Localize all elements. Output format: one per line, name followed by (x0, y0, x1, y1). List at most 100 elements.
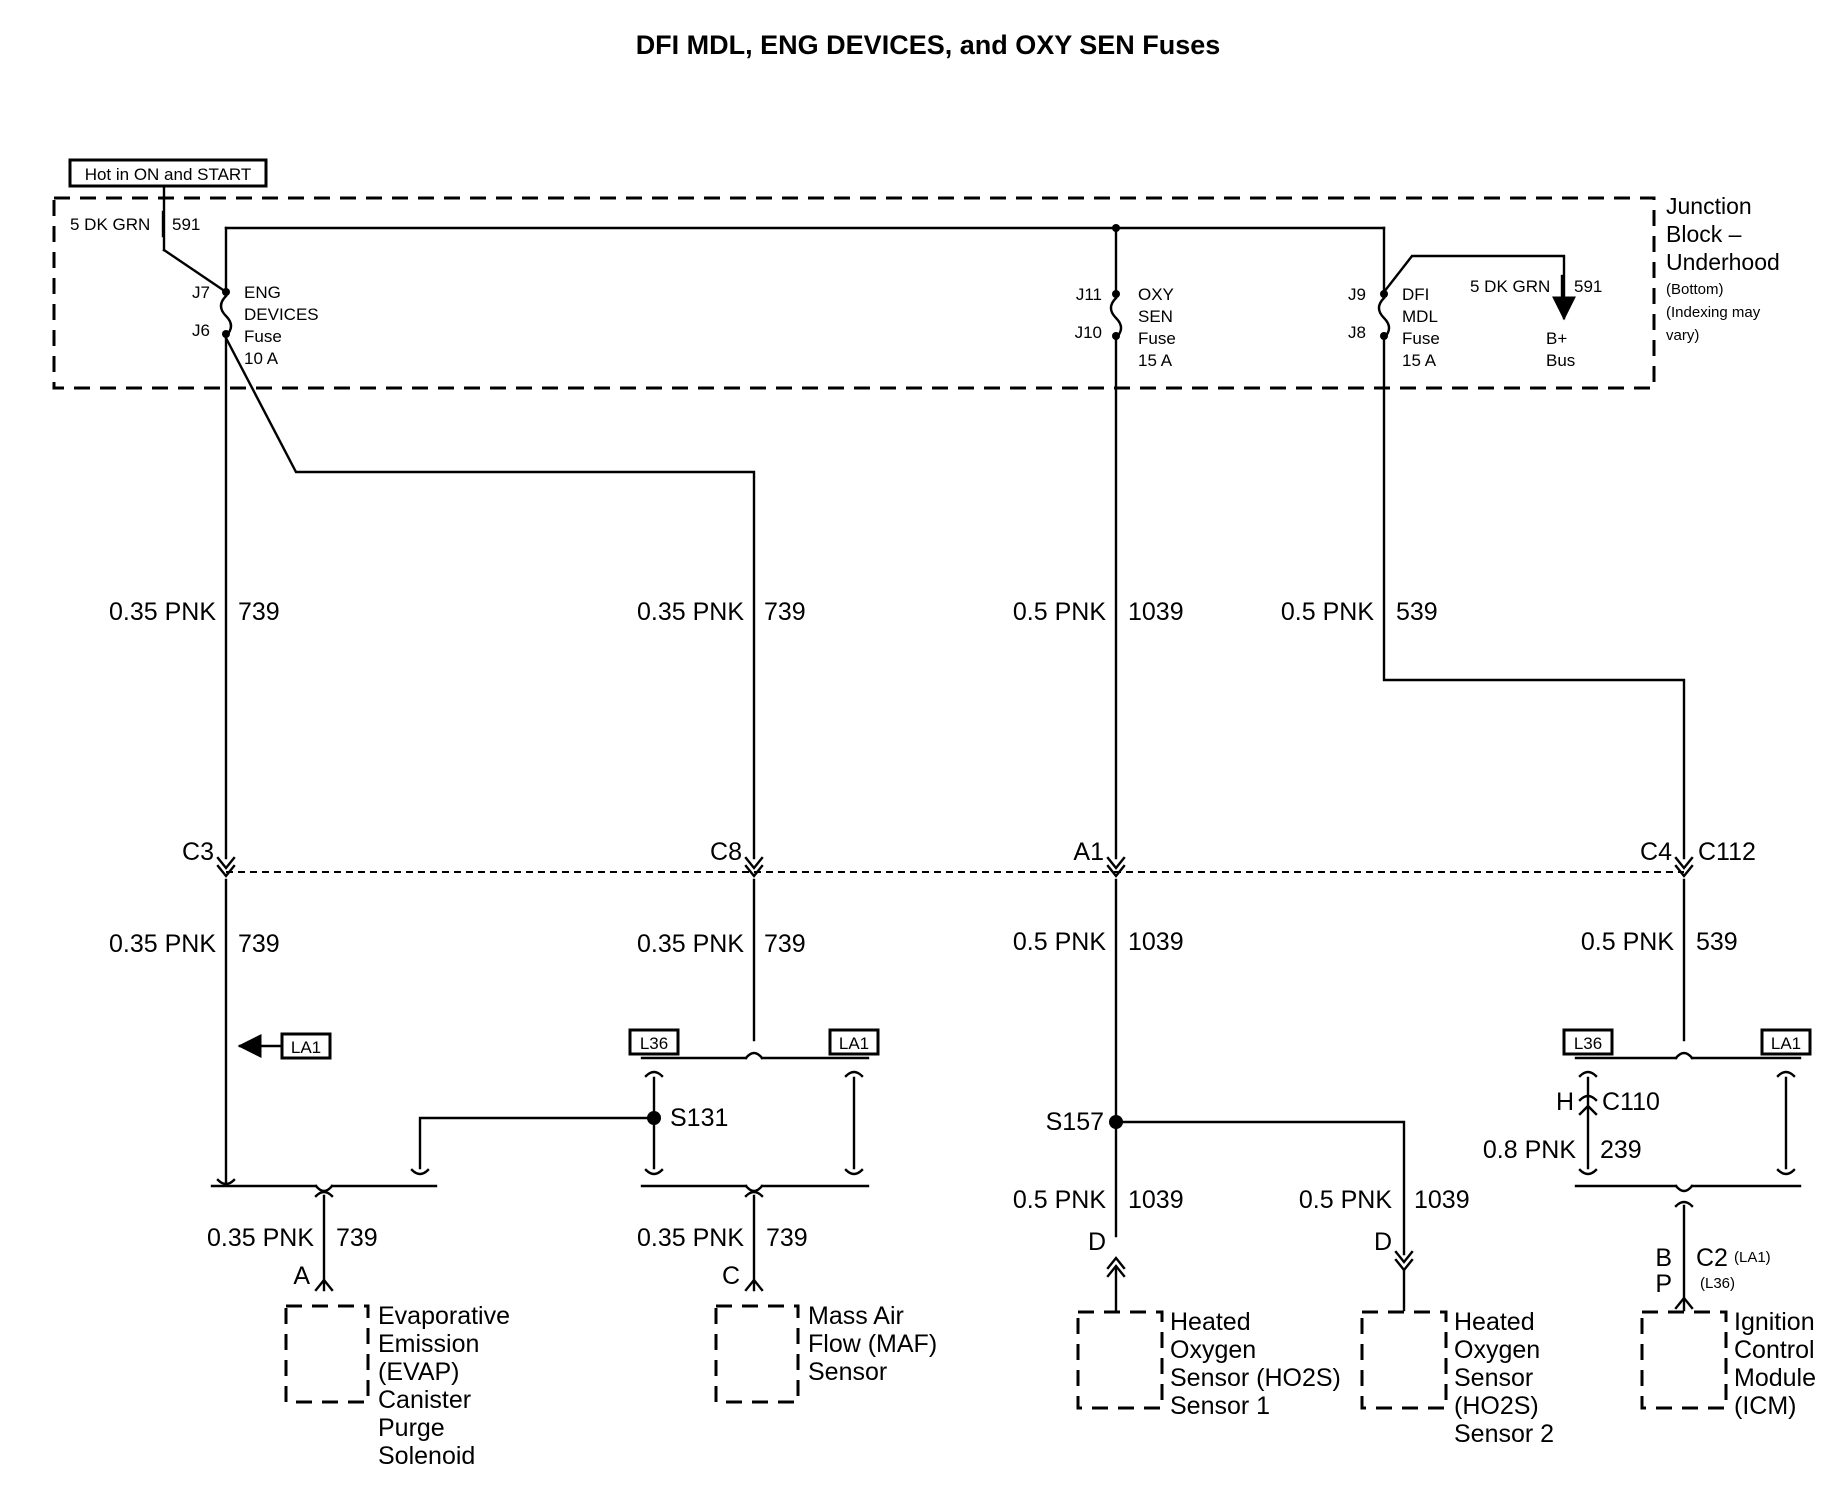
oxy-fuse-label-1: OXY (1138, 285, 1174, 304)
junction-block-label-1: Junction (1666, 193, 1752, 219)
bplus-wire-size: 5 DK GRN (1470, 277, 1550, 296)
oxy-fuse-label-4: 15 A (1138, 351, 1173, 370)
splice-s131: S131 (670, 1104, 728, 1132)
ho2s1-wire-size: 0.5 PNK (1013, 1186, 1106, 1214)
junction-block-note-3: vary) (1666, 327, 1699, 344)
ho2s2-pin: D (1374, 1228, 1392, 1256)
l36-tag-maf-box (628, 1028, 680, 1056)
hot-label: Hot in ON and START (85, 165, 252, 184)
bplus-label-1: B+ (1546, 329, 1567, 348)
junction-block-label-3: Underhood (1666, 249, 1780, 275)
wire2-upper-circuit: 739 (764, 598, 806, 626)
c112-pin-c3: C3 (182, 838, 214, 866)
ho2s1-label-3: Sensor (HO2S) (1170, 1364, 1341, 1392)
oxy-fuse-label-3: Fuse (1138, 329, 1176, 348)
ho2s1-label-4: Sensor 1 (1170, 1392, 1270, 1420)
maf-label-1: Mass Air (808, 1302, 904, 1330)
wire1-lower-size: 0.35 PNK (109, 930, 216, 958)
dfi-fuse-label-1: DFI (1402, 285, 1429, 304)
wire3-lower-circuit: 1039 (1128, 928, 1184, 956)
evap-wire-circuit: 739 (336, 1224, 378, 1252)
icm-pin-la1: B (1655, 1244, 1672, 1272)
icm-pin-l36: P (1655, 1270, 1672, 1298)
dfi-fuse-pin-in: J9 (1348, 285, 1366, 304)
oxy-fuse-pin-out: J10 (1075, 323, 1102, 342)
wire3-upper-size: 0.5 PNK (1013, 598, 1106, 626)
c112-pin-c4: C4 (1640, 838, 1672, 866)
evap-wire-size: 0.35 PNK (207, 1224, 314, 1252)
wire1-lower-circuit: 739 (238, 930, 280, 958)
evap-label-3: (EVAP) (378, 1358, 460, 1386)
feed-wire-size: 5 DK GRN (70, 215, 150, 234)
la1-tag-icm: LA1 (1771, 1034, 1801, 1053)
icm-wire-size: 0.8 PNK (1483, 1136, 1576, 1164)
ho2s1-component-outline (1076, 1310, 1164, 1410)
eng-fuse-label-3: Fuse (244, 327, 282, 346)
maf-pin: C (722, 1262, 740, 1290)
dfi-fuse-label-2: MDL (1402, 307, 1438, 326)
evap-label-5: Purge (378, 1414, 445, 1442)
c112-name: C112 (1698, 838, 1756, 866)
wire2-lower-circuit: 739 (764, 930, 806, 958)
junction-block-label-2: Block – (1666, 221, 1742, 247)
splice-s157: S157 (1046, 1108, 1104, 1136)
l36-tag-icm-box (1562, 1028, 1614, 1056)
c112-pin-a1: A1 (1073, 838, 1104, 866)
dfi-fuse-pin-out: J8 (1348, 323, 1366, 342)
ho2s2-wire-circuit: 1039 (1414, 1186, 1470, 1214)
wire4-lower-size: 0.5 PNK (1581, 928, 1674, 956)
eng-fuse-pin-out: J6 (192, 321, 210, 340)
wire2-lower-size: 0.35 PNK (637, 930, 744, 958)
la1-tag-icm-box (1760, 1028, 1812, 1056)
icm-label-2: Control (1734, 1336, 1815, 1364)
ho2s1-wire-circuit: 1039 (1128, 1186, 1184, 1214)
ho2s1-pin: D (1088, 1228, 1106, 1256)
feed-wire-circuit: 591 (172, 215, 200, 234)
la1-tag-evap-box (280, 1032, 332, 1060)
wire3-upper-circuit: 1039 (1128, 598, 1184, 626)
evap-component-outline (284, 1304, 370, 1404)
bplus-wire-circuit: 591 (1574, 277, 1602, 296)
maf-wire-circuit: 739 (766, 1224, 808, 1252)
ho2s2-label-2: Oxygen (1454, 1336, 1540, 1364)
oxy-fuse-pin-in: J11 (1076, 285, 1102, 304)
junction-block-note-1: (Bottom) (1666, 281, 1724, 298)
icm-wire-circuit: 239 (1600, 1136, 1642, 1164)
icm-opt-l36: (L36) (1700, 1275, 1735, 1292)
junction-block-outline (52, 196, 1656, 390)
wire4-upper-size: 0.5 PNK (1281, 598, 1374, 626)
icm-opt-la1: (LA1) (1734, 1249, 1771, 1266)
la1-tag-maf: LA1 (839, 1034, 869, 1053)
maf-wire-size: 0.35 PNK (637, 1224, 744, 1252)
evap-label-1: Evaporative (378, 1302, 510, 1330)
icm-label-1: Ignition (1734, 1308, 1815, 1336)
ho2s2-label-1: Heated (1454, 1308, 1535, 1336)
bplus-label-2: Bus (1546, 351, 1575, 370)
ho2s2-label-5: Sensor 2 (1454, 1420, 1554, 1448)
ho2s2-wire-size: 0.5 PNK (1299, 1186, 1392, 1214)
maf-label-2: Flow (MAF) (808, 1330, 937, 1358)
c112-pins (216, 856, 1694, 878)
icm-connector: C2 (1696, 1244, 1728, 1272)
icm-label-3: Module (1734, 1364, 1816, 1392)
ho2s2-label-3: Sensor (1454, 1364, 1533, 1392)
hot-label-box (68, 158, 268, 188)
l36-tag-maf: L36 (640, 1034, 668, 1053)
evap-label-4: Canister (378, 1386, 471, 1414)
oxy-fuse-label-2: SEN (1138, 307, 1173, 326)
eng-fuse-label-1: ENG (244, 283, 281, 302)
icm-label-4: (ICM) (1734, 1392, 1796, 1420)
ho2s1-label-2: Oxygen (1170, 1336, 1256, 1364)
ho2s1-label-1: Heated (1170, 1308, 1251, 1336)
diagram-title: DFI MDL, ENG DEVICES, and OXY SEN Fuses (636, 30, 1221, 60)
junction-block-note-2: (Indexing may (1666, 304, 1761, 321)
c110-name: C110 (1602, 1088, 1660, 1116)
eng-fuse-label-4: 10 A (244, 349, 279, 368)
c110-pin: H (1556, 1088, 1574, 1116)
wire3-lower-size: 0.5 PNK (1013, 928, 1106, 956)
la1-tag-evap: LA1 (291, 1038, 321, 1057)
wire4-upper-circuit: 539 (1396, 598, 1438, 626)
la1-tag-maf-box (828, 1028, 880, 1056)
icm-component-outline (1640, 1310, 1728, 1410)
